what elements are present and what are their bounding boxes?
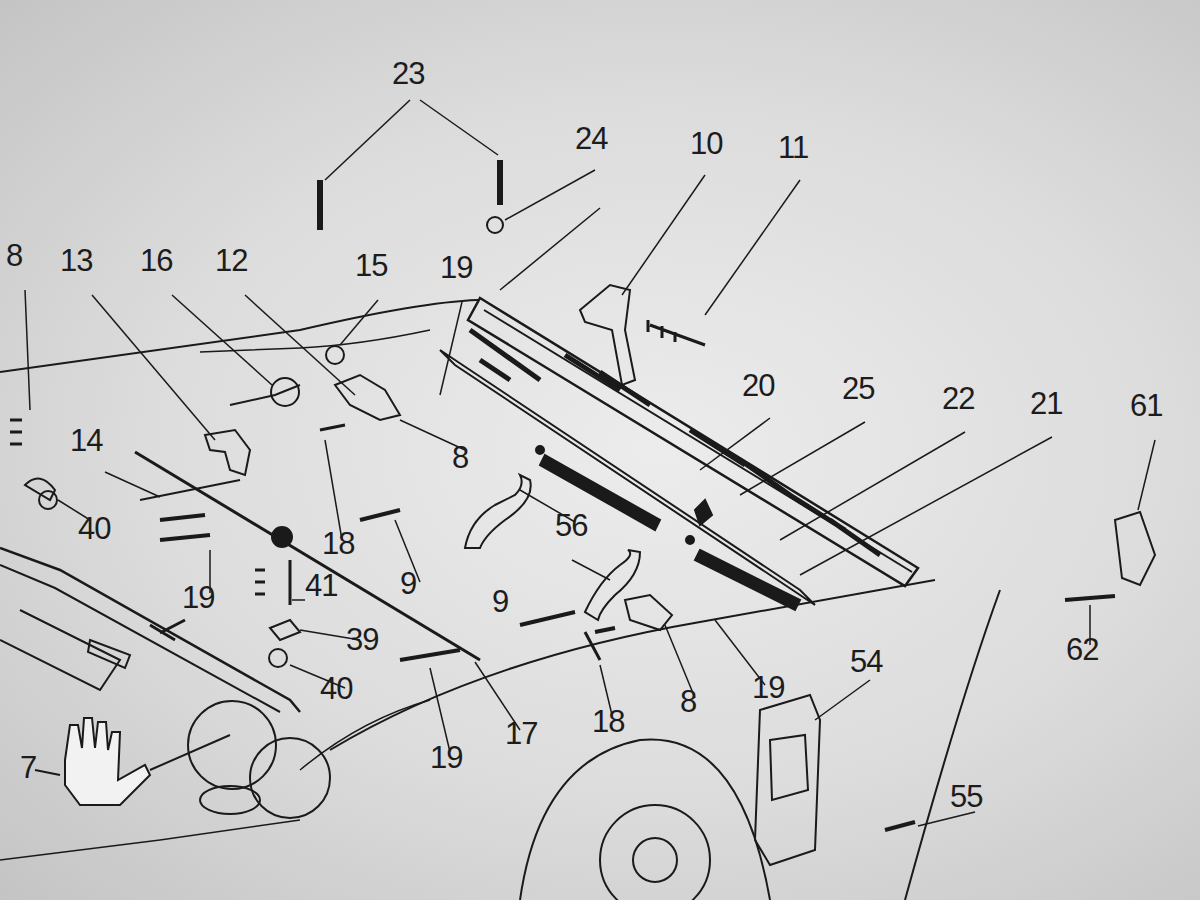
grille-slots [470, 330, 880, 555]
bolts-55 [885, 822, 915, 830]
callout-number: 41 [305, 570, 337, 601]
wheel-hub [633, 838, 677, 882]
callout-number: 12 [215, 245, 247, 276]
body-line [0, 820, 300, 860]
clip-39 [270, 620, 300, 640]
pointer-hand [65, 718, 150, 805]
callout-number: 55 [950, 781, 982, 812]
fender-line [330, 580, 935, 750]
washer-24 [487, 217, 503, 233]
callout-number: 21 [1030, 388, 1062, 419]
cowl-panel [468, 298, 918, 586]
wheel [600, 805, 710, 900]
callout-number: 8 [680, 686, 696, 717]
hood-strip [0, 610, 120, 690]
callout-number: 18 [322, 528, 354, 559]
grommet-15 [326, 346, 344, 364]
callout-number: 18 [592, 706, 624, 737]
bolts-23 [320, 160, 500, 230]
callout-number: 23 [392, 58, 424, 89]
callout-number: 19 [182, 582, 214, 613]
callout-number: 24 [575, 123, 607, 154]
callout-number: 22 [942, 383, 974, 414]
rod-14 [135, 452, 480, 660]
emblem [88, 640, 130, 668]
bolts-19 [160, 515, 210, 540]
hood-line [0, 300, 478, 372]
rod-14 [140, 480, 240, 500]
leader-line [150, 735, 230, 770]
callout-number: 19 [430, 742, 462, 773]
callout-number: 8 [452, 442, 468, 473]
hook-56 [585, 550, 640, 620]
callout-number: 16 [140, 245, 172, 276]
leader-line [35, 770, 60, 775]
hole [536, 446, 544, 454]
latch-16 [230, 385, 300, 405]
vent-slot [695, 550, 800, 610]
callout-number: 19 [752, 672, 784, 703]
bracket-61 [1115, 512, 1155, 585]
windshield-line [200, 330, 430, 352]
hood-edge [0, 548, 300, 712]
leader-lines [25, 100, 1155, 826]
hinge-12 [335, 375, 400, 420]
callout-number: 25 [842, 373, 874, 404]
hook-56 [465, 475, 531, 548]
grommet [272, 527, 292, 547]
hinge-8 [625, 595, 672, 630]
nut-40 [269, 649, 287, 667]
bolts-9 [360, 510, 400, 520]
bolts-11 [648, 320, 705, 345]
side-light [200, 786, 260, 814]
callout-number: 15 [355, 250, 387, 281]
fender-rear-line [905, 590, 1000, 900]
bolts-18 [10, 420, 22, 444]
callout-number: 14 [70, 425, 102, 456]
callout-number: 62 [1066, 634, 1098, 665]
hood-edge [0, 565, 280, 712]
callout-number: 10 [690, 128, 722, 159]
callout-number: 40 [78, 513, 110, 544]
latch-54 [770, 735, 808, 800]
headlight [250, 738, 330, 818]
hole [686, 536, 694, 544]
emblem-mount [150, 620, 185, 640]
callout-number: 8 [6, 240, 22, 271]
latch-54 [755, 695, 820, 865]
callout-number: 56 [555, 510, 587, 541]
bolts-41 [255, 560, 290, 605]
wheel-arch [520, 739, 770, 900]
callout-number: 13 [60, 245, 92, 276]
headlight [188, 701, 276, 789]
callout-number: 20 [742, 370, 774, 401]
clip [695, 500, 712, 525]
callout-number: 17 [505, 718, 537, 749]
callout-number: 9 [492, 586, 508, 617]
callout-number: 61 [1130, 390, 1162, 421]
bolts-62 [1065, 596, 1115, 600]
callout-number: 54 [850, 646, 882, 677]
callout-number: 11 [778, 132, 808, 163]
fender-crease [300, 700, 430, 770]
callout-number: 40 [320, 673, 352, 704]
bolt-18 [320, 425, 600, 660]
nut-40 [39, 491, 57, 509]
callout-number: 9 [400, 568, 416, 599]
callout-number: 7 [20, 752, 36, 783]
hinge-10 [580, 285, 635, 385]
callout-number: 39 [346, 624, 378, 655]
bolts-19 [400, 650, 460, 660]
callout-number: 19 [440, 252, 472, 283]
bolts-9 [520, 612, 615, 632]
